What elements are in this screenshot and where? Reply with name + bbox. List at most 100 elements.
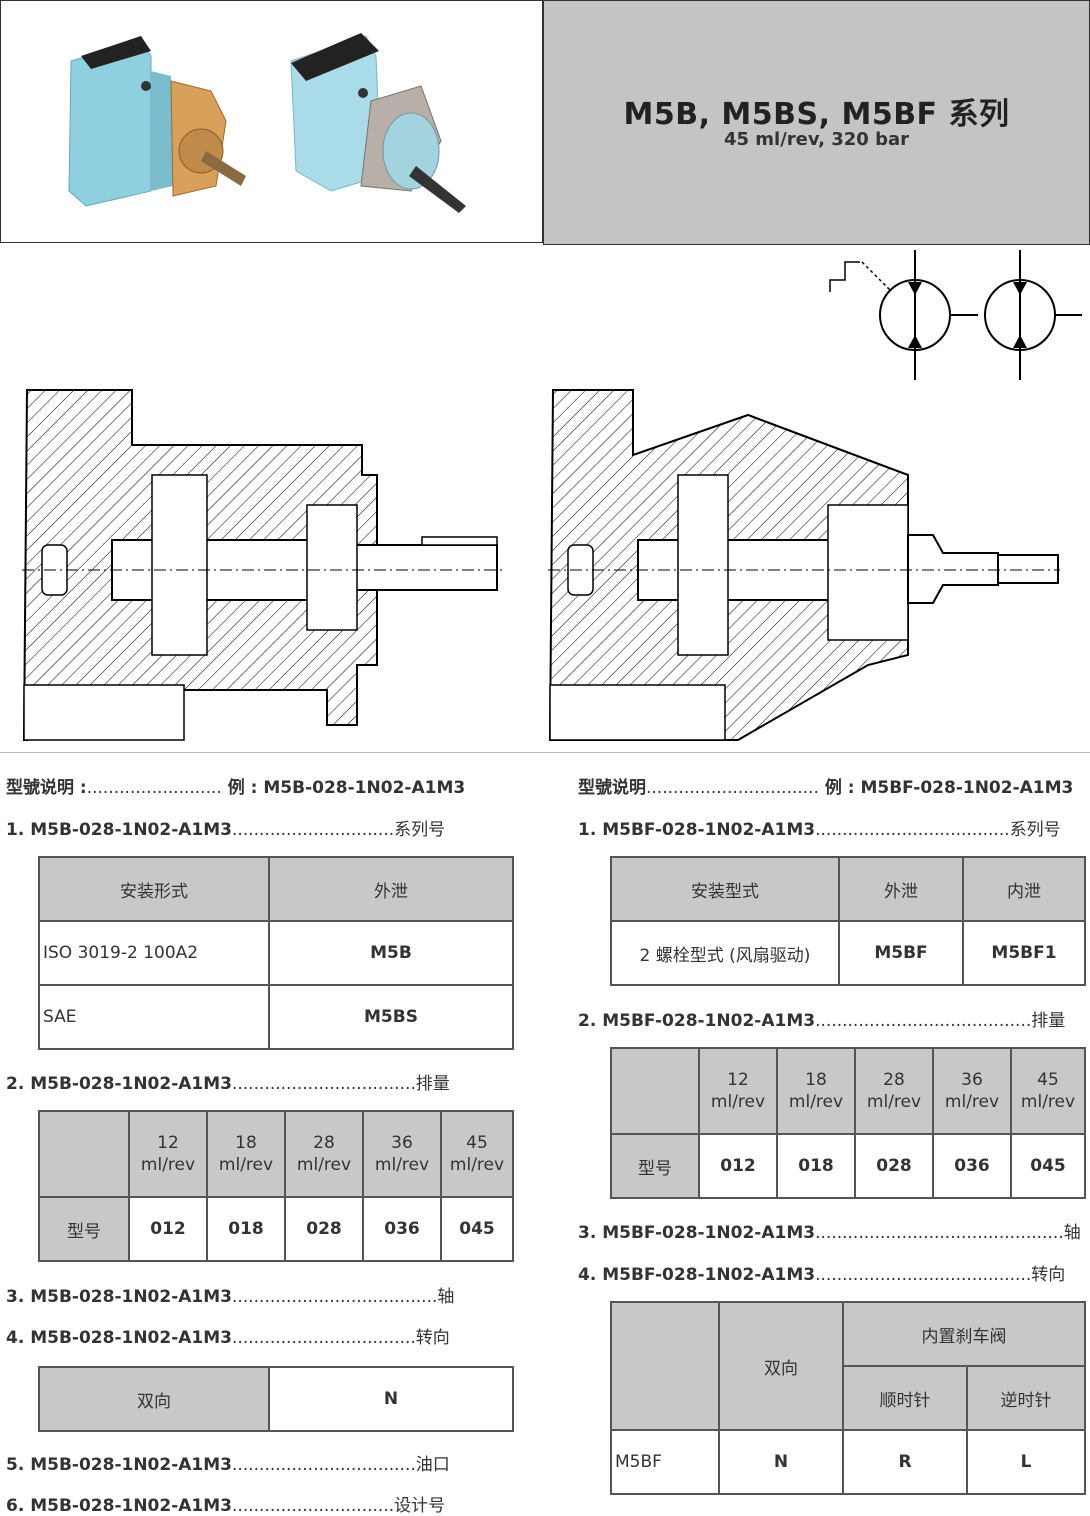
model-example: 例 : M5B-028-1N02-A1M3 [227,778,466,798]
series-title: M5B, M5BS, M5BF 系列 [623,97,1010,132]
row-label: 型号 [38,1196,130,1262]
rotation-code: R [842,1429,968,1495]
item-code: 4. M5B-028-1N02-A1M3 [6,1328,233,1348]
counterclockwise-header: 逆时针 [966,1365,1086,1431]
blank-header [610,1301,720,1431]
hydraulic-symbols [829,250,1082,380]
mount-cell: ISO 3019-2 100A2 [38,920,270,986]
item-code: 4. M5BF-028-1N02-A1M3 [578,1265,816,1285]
left-item-1: 1. M5B-028-1N02-A1M3....................… [6,815,445,840]
disp-code: 028 [854,1133,934,1199]
dots: .............................. [232,820,395,840]
item-code: 2. M5B-028-1N02-A1M3 [6,1074,233,1094]
blank-header [610,1047,700,1135]
dots: .................................. [232,1455,416,1475]
brake-valve-header: 内置刹车阀 [842,1301,1086,1367]
left-item-6: 6. M5B-028-1N02-A1M3....................… [6,1491,445,1516]
dots: ......................... [86,778,222,798]
right-model-heading: 型號说明................................ 例 :… [578,773,1073,798]
left-item-3: 3. M5B-028-1N02-A1M3....................… [6,1282,454,1307]
clockwise-header: 顺时针 [842,1365,968,1431]
rotation-code: L [966,1429,1086,1495]
dots: ...................................... [232,1287,438,1307]
mount-cell: SAE [38,984,270,1050]
disp-code: 045 [1010,1133,1086,1199]
right-item-3: 3. M5BF-028-1N02-A1M3...................… [578,1218,1081,1243]
disp-code: 028 [284,1196,364,1262]
mount-header: 安装形式 [38,856,270,922]
right-item-4: 4. M5BF-028-1N02-A1M3...................… [578,1260,1065,1285]
disp-code: 012 [698,1133,778,1199]
item-code: 1. M5BF-028-1N02-A1M3 [578,820,816,840]
product-photo-panel [0,0,543,243]
left-item-2: 2. M5B-028-1N02-A1M3....................… [6,1069,450,1094]
right-item-1: 1. M5BF-028-1N02-A1M3...................… [578,815,1061,840]
disp-code: 045 [440,1196,514,1262]
disp-code: 012 [128,1196,208,1262]
disp-code: 018 [776,1133,856,1199]
item-label: 转向 [1031,1265,1066,1285]
mount-header: 安装型式 [610,856,840,922]
dots: .............................. [232,1496,395,1516]
left-item-4: 4. M5B-028-1N02-A1M3....................… [6,1323,450,1348]
item-label: 系列号 [1009,820,1061,840]
item-code: 3. M5B-028-1N02-A1M3 [6,1287,233,1307]
title-panel: M5B, M5BS, M5BF 系列 45 ml/rev, 320 bar [543,0,1090,245]
row-label: 型号 [610,1133,700,1199]
item-label: 油口 [415,1455,450,1475]
cross-section-m5bf [548,389,1060,741]
dots: .................................. [232,1328,416,1348]
model-label: 型號说明 [578,778,646,798]
bidirectional-header: 双向 [718,1301,844,1431]
left-mount-table: 安装形式 外泄 ISO 3019-2 100A2 M5B SAE M5BS [38,856,514,1050]
dots: .................................. [232,1074,416,1094]
int-drain-header: 内泄 [962,856,1086,922]
model-cell: M5BF1 [962,920,1086,986]
item-label: 转向 [415,1328,450,1348]
left-item-5: 5. M5B-028-1N02-A1M3....................… [6,1450,450,1475]
row-label: M5BF [610,1429,720,1495]
item-label: 轴 [1063,1223,1081,1243]
dots: ........................................ [815,1011,1032,1031]
model-cell: M5BS [268,984,514,1050]
model-cell: M5B [268,920,514,986]
item-label: 系列号 [394,820,446,840]
item-code: 3. M5BF-028-1N02-A1M3 [578,1223,816,1243]
model-cell: M5BF [838,920,964,986]
dots: .................................... [815,820,1010,840]
mount-cell: 2 螺栓型式 (风扇驱动) [610,920,840,986]
pump-photo-1 [68,36,246,207]
blank-header [38,1110,130,1198]
item-label: 轴 [437,1287,455,1307]
disp-code: 018 [206,1196,286,1262]
item-label: 排量 [415,1074,450,1094]
rotation-code: N [268,1366,514,1432]
item-code: 5. M5B-028-1N02-A1M3 [6,1455,233,1475]
left-model-heading: 型號说明 :......................... 例 : M5B-… [6,773,465,798]
item-code: 2. M5BF-028-1N02-A1M3 [578,1011,816,1031]
dots: ........................................… [815,1223,1064,1243]
dots: ................................ [646,778,819,798]
ext-drain-header: 外泄 [838,856,964,922]
right-item-2: 2. M5BF-028-1N02-A1M3...................… [578,1006,1065,1031]
disp-code: 036 [362,1196,442,1262]
